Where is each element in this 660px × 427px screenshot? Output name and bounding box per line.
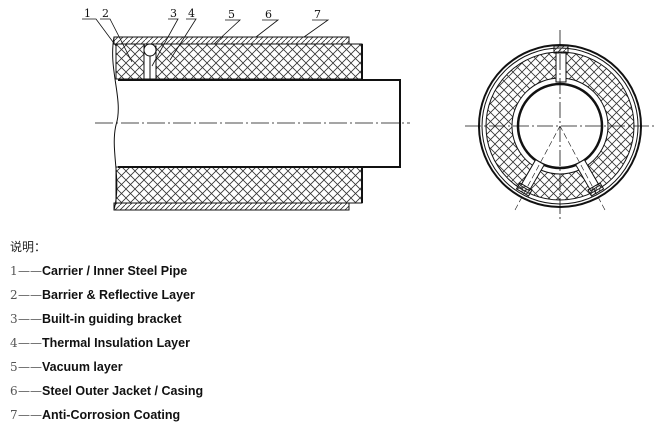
legend-item-leader: —— bbox=[18, 288, 42, 302]
legend-item-number: 7 bbox=[10, 408, 18, 422]
legend-item-number: 2 bbox=[10, 288, 18, 302]
legend-item: 4——Thermal Insulation Layer bbox=[10, 330, 650, 354]
legend-item-leader: —— bbox=[18, 264, 42, 278]
callout-4: 4 bbox=[188, 7, 195, 20]
legend-item: 1——Carrier / Inner Steel Pipe bbox=[10, 258, 650, 282]
legend-item-leader: —— bbox=[18, 336, 42, 350]
legend-item-leader: —— bbox=[18, 360, 42, 374]
legend-item: 6——Steel Outer Jacket / Casing bbox=[10, 378, 650, 402]
legend-item-label: Vacuum layer bbox=[42, 360, 123, 374]
legend-item-label: Barrier & Reflective Layer bbox=[42, 288, 195, 302]
legend-item-label: Steel Outer Jacket / Casing bbox=[42, 384, 204, 398]
legend-item-number: 4 bbox=[10, 336, 18, 350]
callout-5: 5 bbox=[228, 8, 235, 21]
legend-title: 说明： bbox=[10, 240, 47, 254]
legend-item-number: 6 bbox=[10, 384, 18, 398]
outer-jacket-top bbox=[113, 36, 350, 45]
legend-item-number: 5 bbox=[10, 360, 18, 374]
legend-item-number: 3 bbox=[10, 312, 18, 326]
callout-7: 7 bbox=[314, 8, 321, 21]
legend-item: 7——Anti-Corrosion Coating bbox=[10, 402, 650, 426]
callout-1: 1 bbox=[84, 7, 91, 20]
callout-2: 2 bbox=[102, 7, 109, 20]
outer-jacket-bottom bbox=[113, 202, 350, 211]
circular-section bbox=[465, 30, 655, 222]
legend-item: 2——Barrier & Reflective Layer bbox=[10, 282, 650, 306]
leader-lines bbox=[82, 18, 330, 67]
legend-item: 3——Built-in guiding bracket bbox=[10, 306, 650, 330]
insulation-top bbox=[115, 43, 363, 80]
legend-item-leader: —— bbox=[18, 312, 42, 326]
guiding-bracket bbox=[143, 43, 157, 80]
legend-item-label: Built-in guiding bracket bbox=[42, 312, 182, 326]
legend-item-number: 1 bbox=[10, 264, 18, 278]
legend-item-label: Thermal Insulation Layer bbox=[42, 336, 190, 350]
legend-item-leader: —— bbox=[18, 384, 42, 398]
legend-item-label: Carrier / Inner Steel Pipe bbox=[42, 264, 188, 278]
pipe-cross-section-drawing: 1 2 3 4 5 6 7 bbox=[82, 7, 655, 222]
legend-item: 5——Vacuum layer bbox=[10, 354, 650, 378]
break-line bbox=[112, 36, 119, 211]
insulation-bottom bbox=[115, 166, 363, 204]
callout-3: 3 bbox=[170, 7, 177, 20]
legend-item-label: Anti-Corrosion Coating bbox=[42, 408, 181, 422]
carrier-pipe bbox=[118, 79, 401, 168]
legend-item-leader: —— bbox=[18, 408, 42, 422]
callout-6: 6 bbox=[265, 8, 272, 21]
longitudinal-section: 1 2 3 4 5 6 7 bbox=[82, 7, 410, 211]
support-legs bbox=[515, 45, 605, 197]
